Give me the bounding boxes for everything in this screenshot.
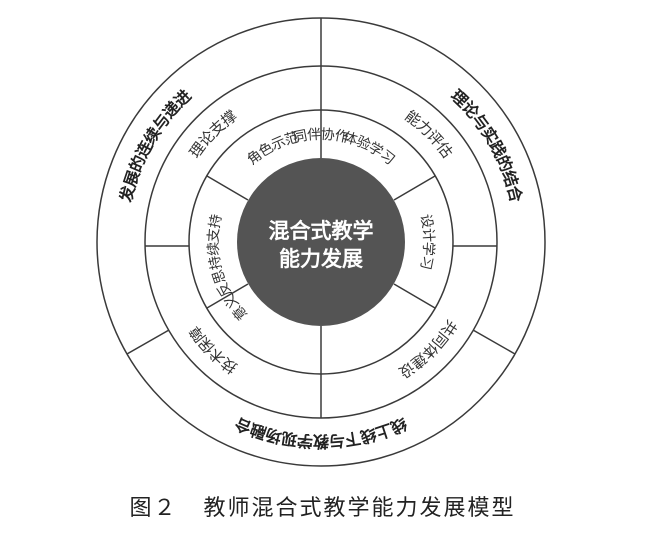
figure-caption: 图２ 教师混合式教学能力发展模型 — [0, 490, 645, 522]
middle-label-technical-guarantee: 技术保障 — [184, 321, 243, 380]
center-title-line2: 能力发展 — [279, 247, 363, 271]
outer-divider-bottom-right — [472, 329, 516, 355]
center-circle — [237, 158, 405, 326]
inner-divider-lower-right — [393, 283, 436, 309]
inner-label-design-learning: 设计学习 — [417, 213, 436, 271]
middle-label-theory-support: 理论支撑 — [184, 105, 243, 164]
middle-label-community-building: 共同体建设 — [393, 314, 464, 385]
inner-divider-lower-left — [206, 283, 249, 309]
outer-label-online-offline-fusion: 线上线下与教学现场融合 — [231, 413, 410, 451]
teacher-blended-teaching-model-diagram: 混合式教学 能力发展 角色示范 体验学习 设计学习 同伴协作 意义反思 持续支持… — [96, 17, 546, 467]
figure-title: 教师混合式教学能力发展模型 — [203, 496, 516, 521]
inner-label-continuous-support: 持续支持 — [205, 213, 225, 271]
inner-label-role-model: 角色示范 — [244, 128, 300, 168]
middle-label-ability-assessment: 能力评估 — [400, 105, 459, 164]
figure-number: 图２ — [129, 496, 178, 521]
inner-divider-upper-left — [206, 175, 249, 201]
outer-divider-bottom-left — [126, 329, 170, 355]
center-title-line1: 混合式教学 — [269, 219, 374, 243]
inner-label-experiential-learning: 体验学习 — [341, 129, 397, 168]
dividers — [126, 18, 516, 418]
inner-divider-upper-right — [393, 175, 436, 201]
